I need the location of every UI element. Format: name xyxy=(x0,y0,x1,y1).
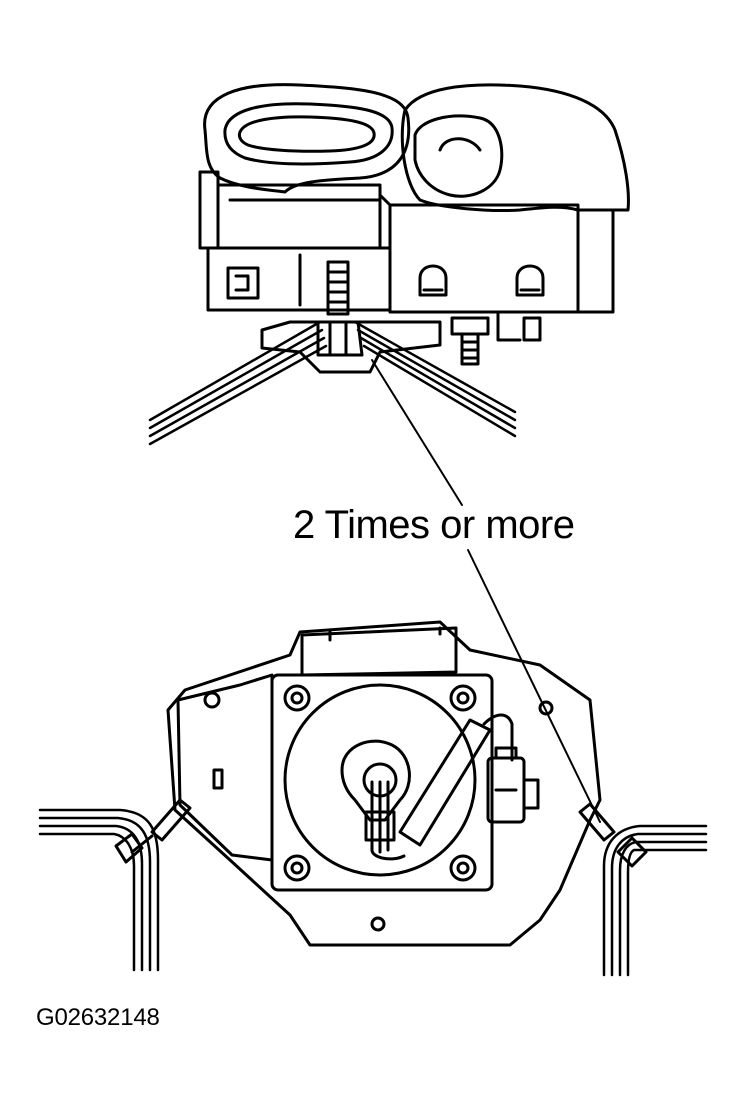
module-back-view xyxy=(40,622,706,975)
figure-code: G02632148 xyxy=(36,1004,160,1031)
leader-to-bottom-bend xyxy=(468,550,600,822)
harness-left-top xyxy=(150,322,326,444)
callout-leaders xyxy=(372,360,600,822)
harness-left-bottom xyxy=(40,810,158,970)
underside-bracket xyxy=(262,322,440,372)
left-bolt xyxy=(116,800,190,862)
callout-label: 2 Times or more xyxy=(293,503,575,547)
cover-left-lobe xyxy=(205,85,409,192)
center-stud xyxy=(318,262,362,355)
harness-right-top xyxy=(355,322,515,436)
inflator-disc xyxy=(285,685,475,875)
center-connector xyxy=(342,741,409,859)
corner-bolts xyxy=(285,686,475,880)
harness-right-bottom xyxy=(604,826,706,975)
module-side-view xyxy=(150,85,628,444)
right-bolt xyxy=(580,804,646,866)
side-connector xyxy=(488,748,538,822)
back-plate-outline xyxy=(168,622,600,945)
right-stud xyxy=(452,312,540,364)
cover-right-lobe xyxy=(402,85,628,211)
leader-to-top-bend xyxy=(372,360,462,505)
housing-body xyxy=(200,172,613,312)
